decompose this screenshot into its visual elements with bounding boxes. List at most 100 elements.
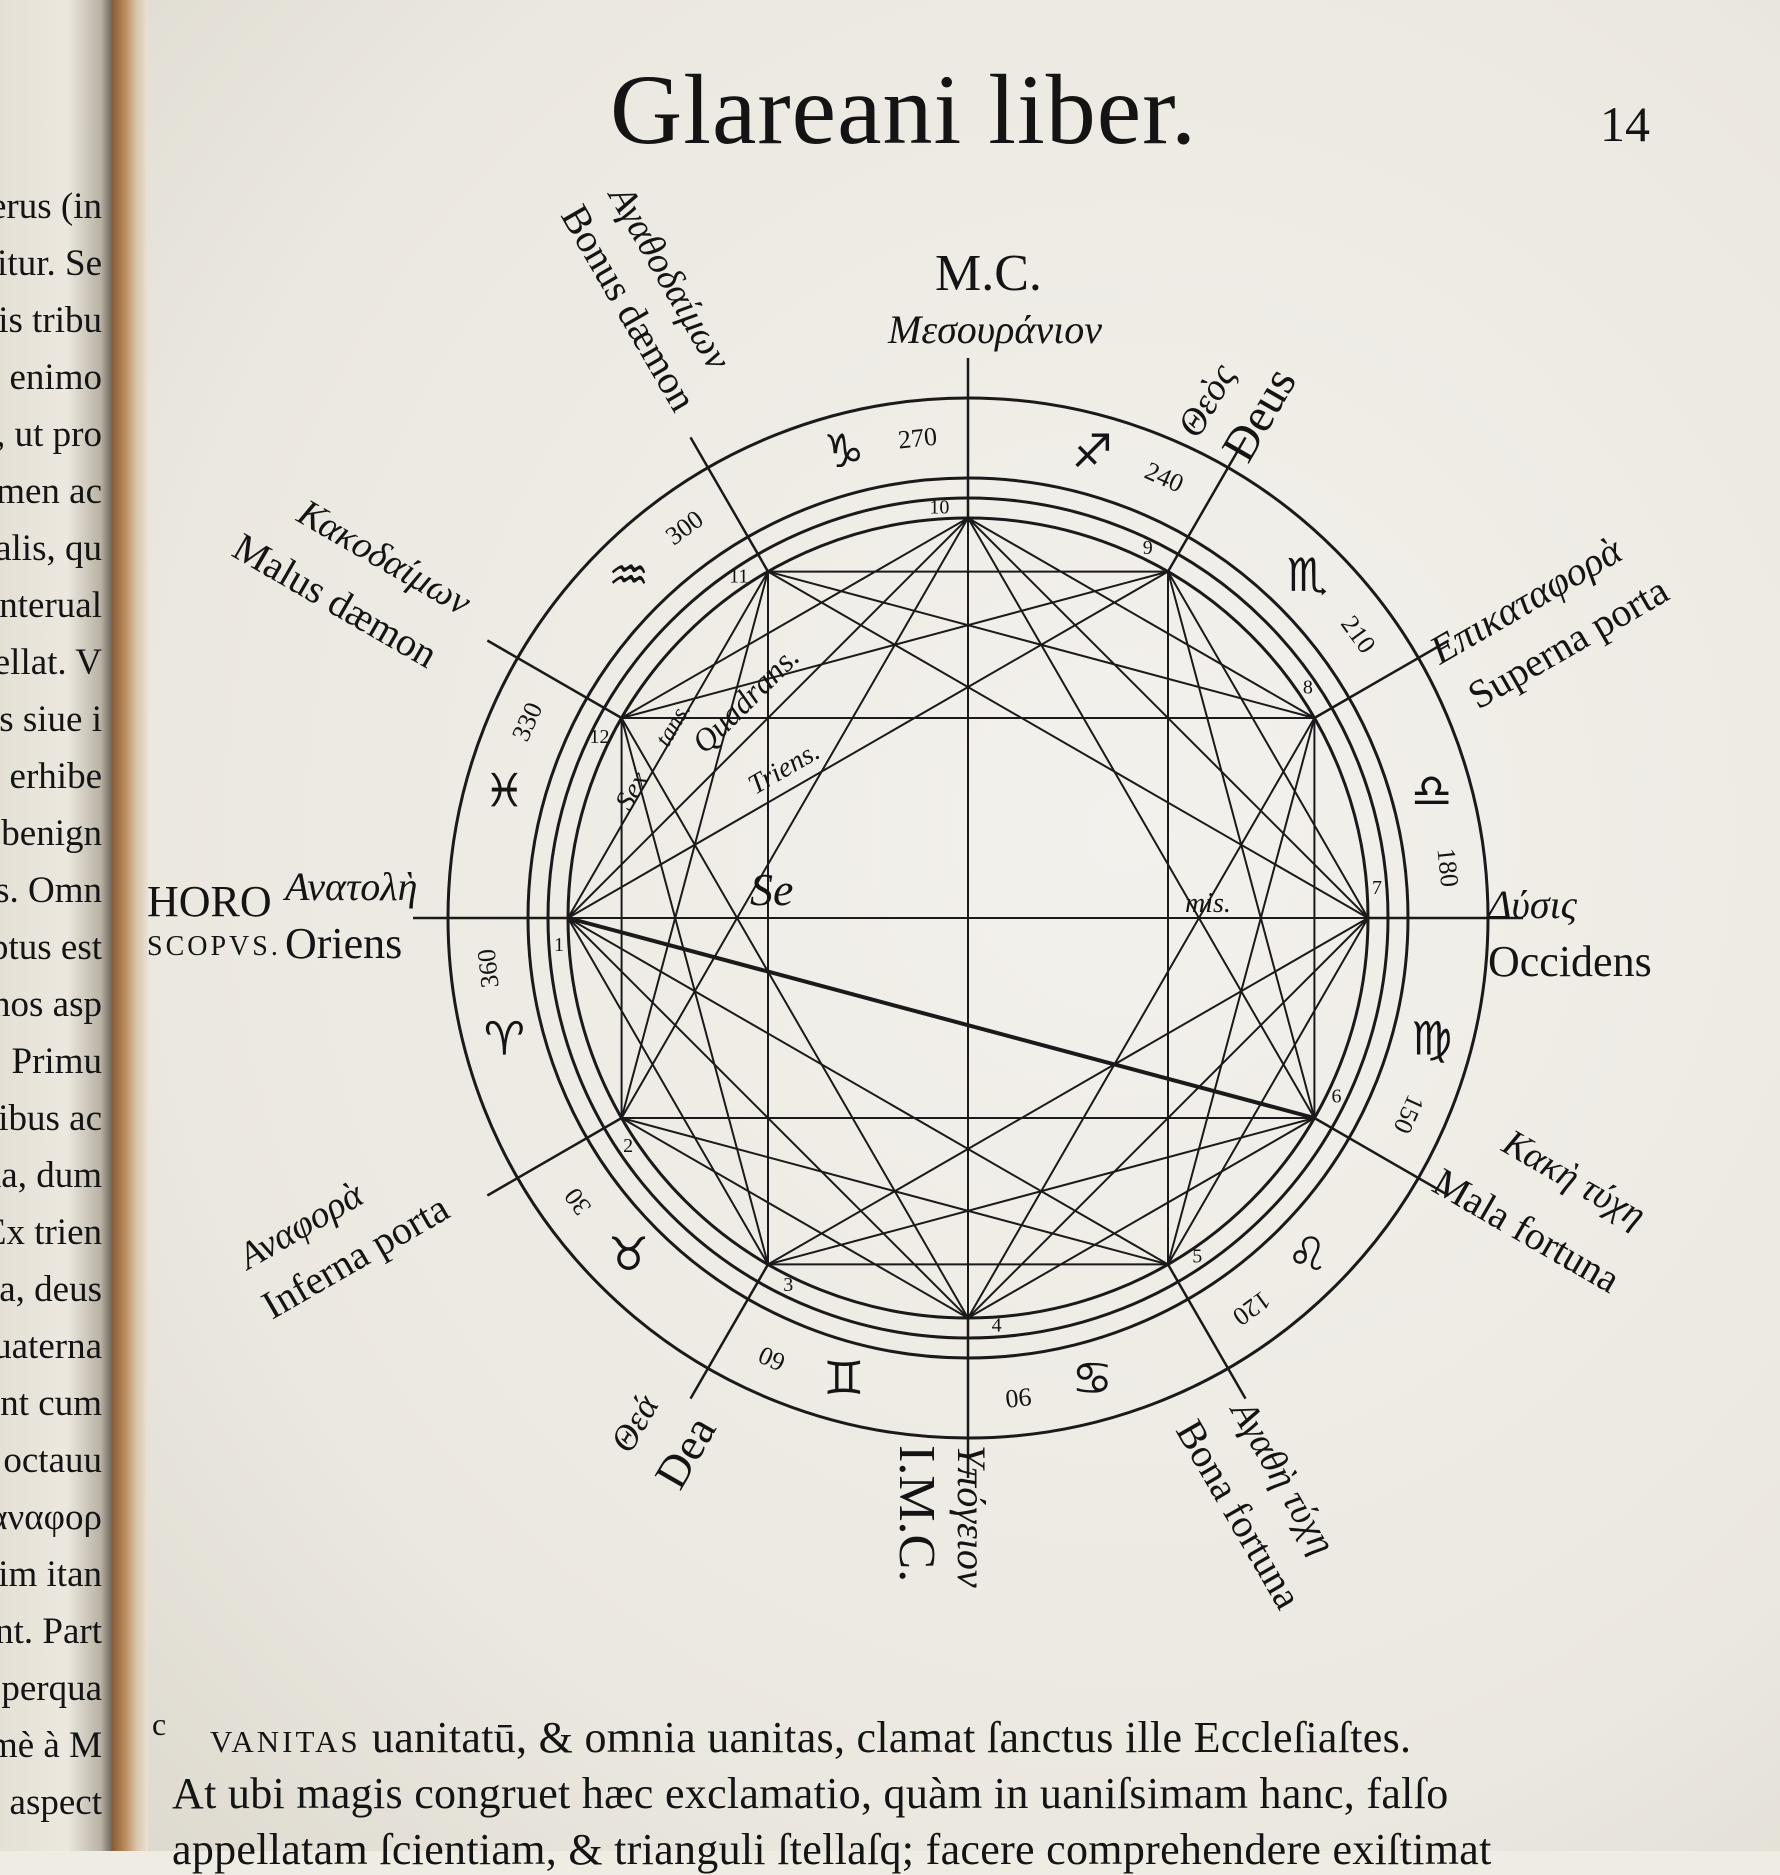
house-number: 11 [729,566,748,588]
house-division-ray [1166,436,1247,573]
aspect-triens: Triens. [743,736,825,801]
body-line-3: appellatam ſcientiam, & trianguli ſtella… [172,1825,1492,1874]
left-page-line: ella, ut pro [0,414,102,455]
house-number: 7 [1372,877,1382,899]
degree-label: 210 [1335,610,1381,659]
left-page-line: umerus (in [0,186,102,227]
trine-triangle [619,717,1317,1321]
house-number: 12 [589,726,609,748]
house-number: 6 [1332,1085,1342,1107]
mc-latin: M.C. [935,245,1042,302]
zodiac-sign-glyph: ♉ [608,1227,649,1281]
aspect-semis-1: Se [750,864,793,915]
house-number: 1 [554,934,564,956]
left-page-line: icitur. Se [0,243,102,284]
trine-triangle [767,569,1371,1267]
body-line-1-rest: uanitatū, & omnia uanitas, clamat ſanctu… [371,1713,1412,1762]
left-page-line: ecc ἀναφορ [0,1497,102,1538]
zodiac-sign-glyph: ♏ [1287,548,1328,602]
left-page-line: nomen ac [0,471,102,512]
body-line-1: VANITAS uanitatū, & omnia uanitas, clama… [210,1712,1411,1763]
left-page-line: istant cum [0,1383,102,1424]
running-title: Glareani liber. [610,54,1197,165]
left-page-line: . Ex trien [0,1212,102,1253]
left-page-line: ernos asp [0,984,102,1025]
zodiac-sign-glyph: ♈ [484,1012,525,1066]
left-page-line: ianda, dum [0,1155,102,1196]
house-division-ray [1313,1116,1450,1197]
left-page-line: is siue i [0,699,102,740]
imc-greek: Υπόγειον [949,1445,994,1588]
imc-latin: I.M.C. [888,1445,945,1582]
degree-label: 120 [1227,1285,1276,1331]
left-page-line: entalis, qu [0,528,102,569]
left-page-line: quaterna [0,1326,102,1367]
degree-label: 30 [558,1183,597,1221]
trine-triangle [565,569,1169,1267]
house-number: 8 [1303,676,1313,698]
left-facing-page: umerus (in icitur. Se gnis tribu id enimo el… [0,0,112,1851]
mc-greek: Μεσουράνιον [887,307,1102,352]
house-number: 2 [623,1135,633,1157]
sextile-hexagon [620,516,1316,1320]
zodiac-sign-glyph: ♊ [823,1351,864,1405]
left-page-line: benign [1,813,102,854]
house-number: 3 [783,1274,793,1296]
margin-letter: c [152,1706,167,1742]
zodiac-sign-glyph: ♐ [1072,424,1113,478]
page-number: 14 [1600,96,1650,152]
east-greek: Ανατολὴ [282,864,417,909]
left-page-line: s perqua [0,1668,102,1709]
degree-label: 90 [1004,1382,1033,1414]
aspect-semis-2: mis. [1185,888,1231,919]
left-page-line: o. Primu [0,1041,102,1082]
degree-label: 330 [506,698,548,745]
degree-label: 60 [754,1340,790,1377]
house-division-ray [486,639,623,720]
right-page [148,0,1780,1851]
book-gutter [112,0,148,1851]
horoscopus-label-2: SCOPVS. [147,931,281,962]
house-number: 4 [992,1315,1002,1337]
house-division-ray [1166,1263,1247,1400]
degree-label: 360 [472,948,505,990]
semis-diagonal [567,916,1315,1120]
zodiac-sign-glyph: ♒ [608,548,649,602]
zodiac-sign-glyph: ♓ [484,763,525,817]
left-page-line: ptus est [0,927,102,968]
degree-label: 270 [897,422,939,455]
house-number: 5 [1192,1245,1202,1267]
house-division-ray [689,436,770,573]
house-division-ray [1313,639,1450,720]
left-page-line: una, deus [0,1269,102,1310]
degree-label: 240 [1141,456,1188,498]
degree-label: 150 [1388,1091,1430,1138]
house-division-ray [486,1116,623,1197]
zodiac-sign-glyph: ♑ [823,424,864,478]
left-page-line: x aspect [0,1782,102,1823]
east-latin: Oriens [285,919,402,968]
zodiac-sign-glyph: ♎ [1411,763,1452,817]
left-page-line: erhibe [9,756,102,797]
zodiac-sign-glyph: ♋ [1072,1351,1113,1405]
left-page-line: nt. Part [0,1611,102,1652]
left-page-line: gnis tribu [0,300,102,341]
degree-label: 180 [1431,847,1464,889]
west-greek: Δύσις [1486,882,1578,927]
sextile-hexagon [566,570,1370,1266]
house-number: 10 [929,497,949,519]
degree-label: 300 [660,504,709,550]
trine-triangle [619,515,1317,1119]
body-line-2: At ubi magis congruet hæc exclamatio, qu… [172,1769,1449,1818]
left-page-line: is. Omn [0,870,102,911]
house-number: 9 [1143,537,1153,559]
left-page-line: interual [0,585,102,626]
left-page-line: & octauu [0,1440,102,1481]
horoscopus-label-1: HORO [147,877,272,926]
zodiac-sign-glyph: ♌ [1287,1227,1328,1281]
left-page-line: id enimo [0,357,102,398]
initial-small-caps: VANITAS [210,1724,361,1759]
left-page-line: cim itan [0,1554,102,1595]
